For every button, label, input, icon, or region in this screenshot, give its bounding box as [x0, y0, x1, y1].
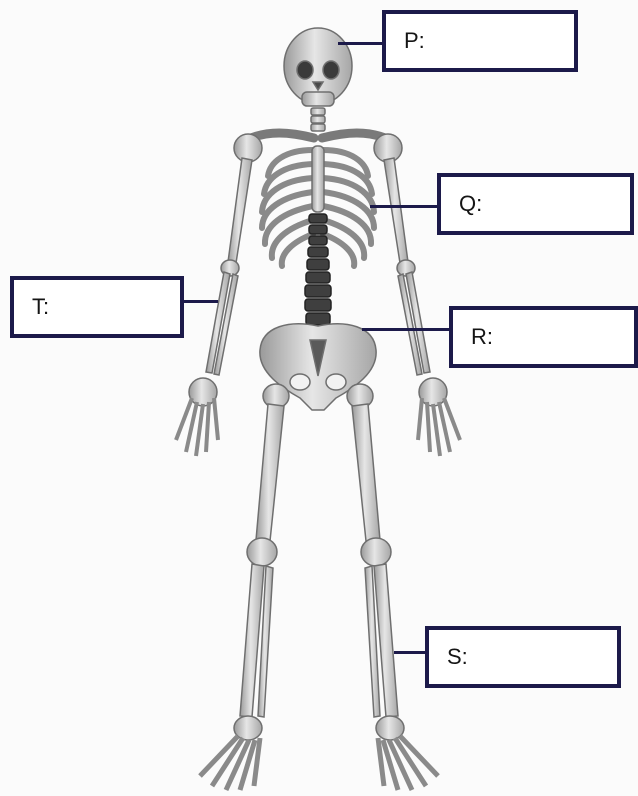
label-box-q[interactable]: Q: [437, 173, 634, 235]
leader-line-s [394, 651, 428, 654]
label-p-text: P: [386, 28, 425, 54]
lower-leg-left [240, 564, 273, 717]
cervical-spine [311, 108, 325, 131]
foot-left [200, 716, 262, 790]
leader-line-r [362, 328, 452, 331]
foot-right [376, 716, 438, 790]
label-box-p[interactable]: P: [382, 10, 578, 72]
sternum [312, 146, 324, 212]
label-box-t[interactable]: T: [10, 276, 184, 338]
forearm-right [398, 272, 430, 375]
lower-leg-right [365, 564, 398, 717]
knee-right [361, 538, 391, 566]
label-r-text: R: [453, 324, 493, 350]
hand-left [176, 378, 218, 456]
spine [305, 214, 331, 325]
knee-left [247, 538, 277, 566]
leader-line-q [370, 205, 440, 208]
label-t-text: T: [14, 294, 49, 320]
label-box-s[interactable]: S: [425, 626, 621, 688]
skull [284, 28, 352, 106]
upper-arm-left [221, 158, 252, 276]
femur-right [347, 384, 380, 541]
upper-arm-right [384, 158, 415, 276]
leader-line-p [338, 42, 386, 45]
label-box-r[interactable]: R: [449, 306, 638, 368]
hand-right [418, 378, 460, 456]
label-q-text: Q: [441, 191, 482, 217]
femur-left [256, 384, 289, 541]
forearm-left [206, 272, 238, 375]
label-s-text: S: [429, 644, 468, 670]
leader-line-t [182, 300, 218, 303]
